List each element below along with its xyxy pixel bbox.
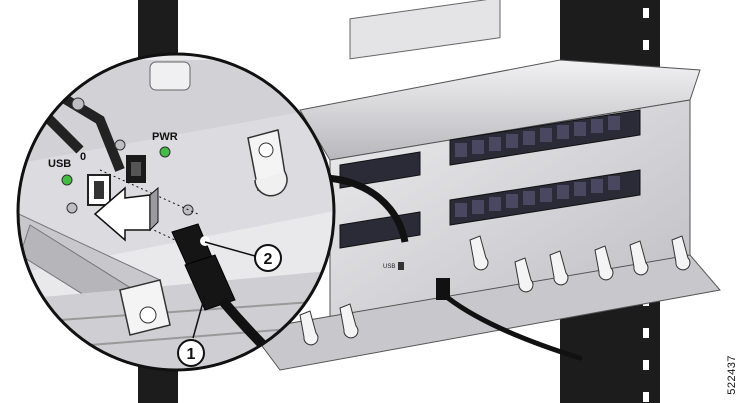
zoom-circle-border xyxy=(16,52,336,372)
zoom-ground-lug xyxy=(247,129,288,197)
pwr-label: PWR xyxy=(152,131,178,143)
chassis-usb-label: USB xyxy=(383,264,395,270)
callout-1: 1 xyxy=(177,339,205,367)
usb-led xyxy=(61,174,73,186)
chassis-bottom-tray xyxy=(249,254,721,371)
line-cards xyxy=(339,109,641,249)
callout-2: 2 xyxy=(254,244,282,272)
svg-text:2: 2 xyxy=(264,251,273,268)
svg-text:1: 1 xyxy=(187,346,196,363)
chassis-usb-port xyxy=(398,262,404,270)
usb-label: USB xyxy=(48,158,71,170)
figure-id: 522437 xyxy=(726,355,738,395)
grounding-lugs xyxy=(299,235,691,346)
insert-arrow-icon xyxy=(93,186,159,242)
panel-screws xyxy=(66,97,194,216)
zero-label: 0 xyxy=(80,151,86,163)
usb-cable-connector xyxy=(171,223,304,370)
chassis-top-box xyxy=(349,0,501,60)
console-port xyxy=(126,155,146,183)
cable-right xyxy=(436,278,583,361)
zoom-lower-lug xyxy=(119,279,171,336)
callout-leaders xyxy=(192,241,256,339)
chassis: USB xyxy=(249,0,721,371)
usb-port xyxy=(87,174,111,206)
chassis-top-rail xyxy=(299,59,701,161)
pwr-led xyxy=(159,146,171,158)
